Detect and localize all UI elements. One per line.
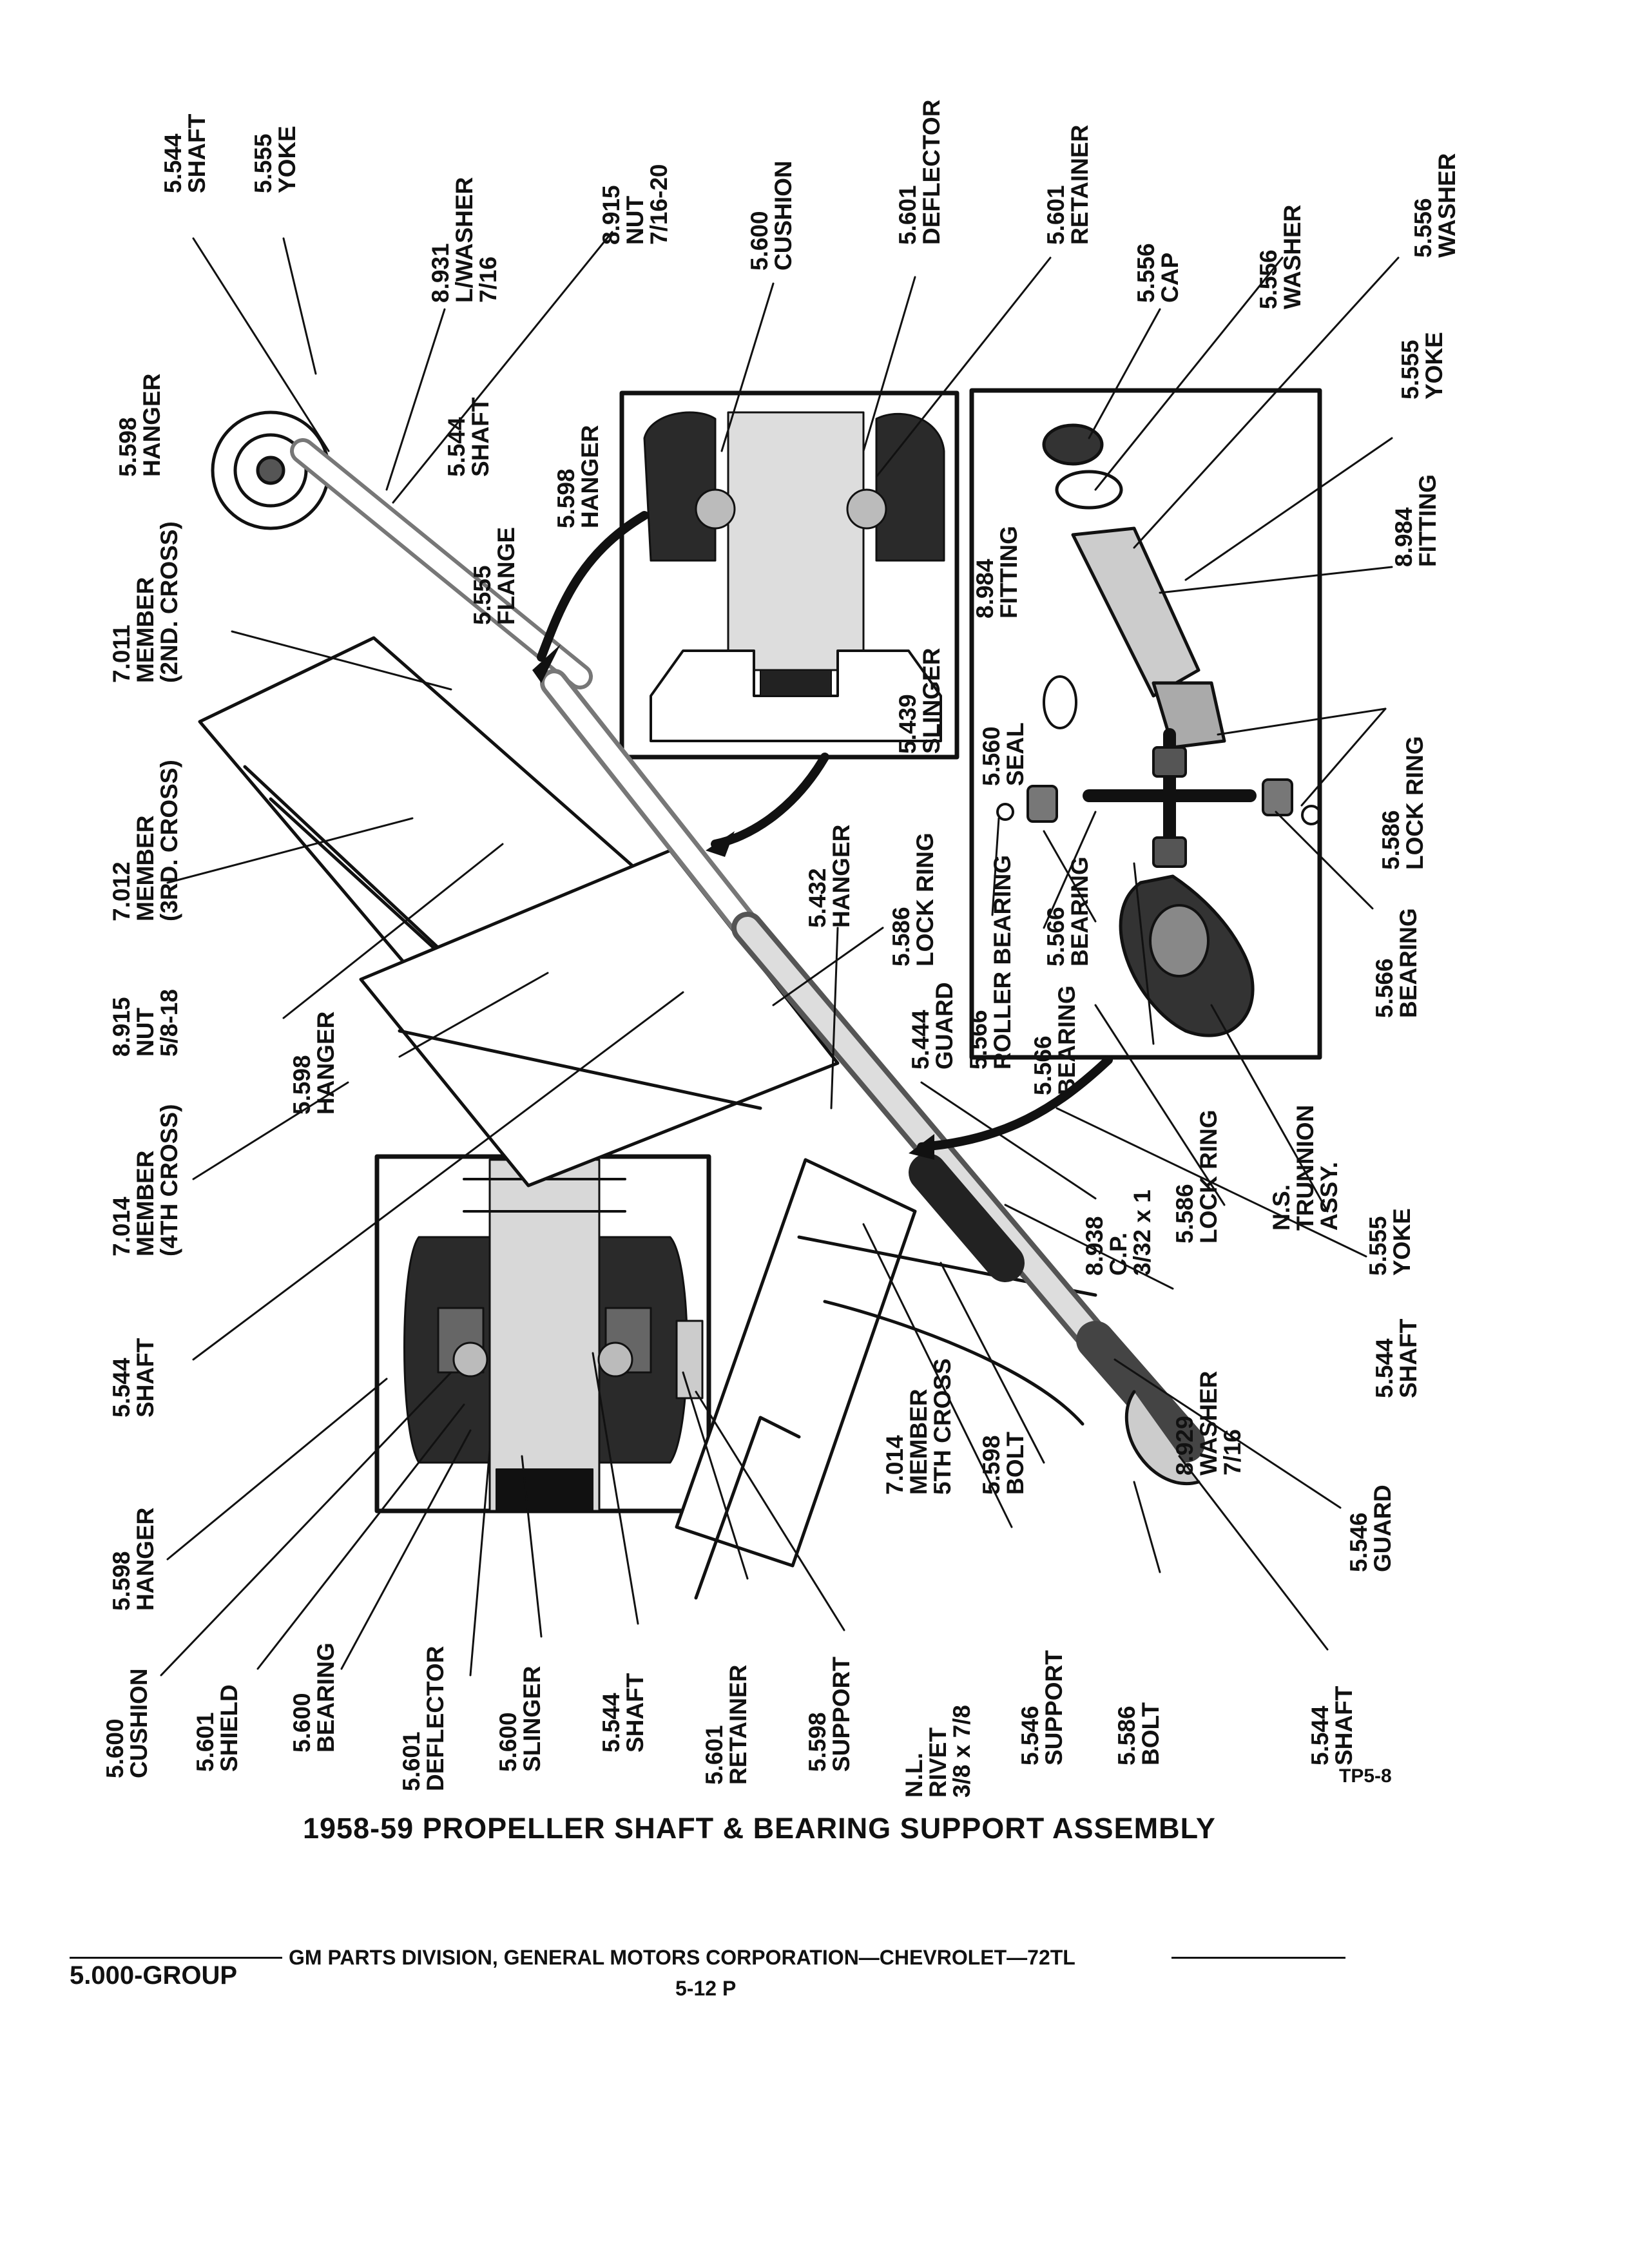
footer-rule-right <box>1171 1957 1345 1959</box>
frame-cross-members <box>198 636 1097 1600</box>
leader-lines <box>160 231 1400 1677</box>
figure-id: TP5-8 <box>1339 1765 1392 1787</box>
universal-joint-detail-inset <box>969 388 1322 1060</box>
rear-propeller-shaft <box>731 912 1205 1485</box>
center-bearing-detail-inset <box>374 1154 711 1514</box>
footer-rule-left <box>70 1957 282 1959</box>
publisher-line: GM PARTS DIVISION, GENERAL MOTORS CORPOR… <box>289 1946 1075 1969</box>
group-number: 5.000-GROUP <box>70 1961 238 1990</box>
front-hanger-detail-inset <box>619 390 959 760</box>
front-propeller-shaft <box>211 410 762 942</box>
page-number: 5-12 P <box>675 1977 737 2000</box>
page-title: 1958-59 PROPELLER SHAFT & BEARING SUPPOR… <box>303 1812 1216 1845</box>
